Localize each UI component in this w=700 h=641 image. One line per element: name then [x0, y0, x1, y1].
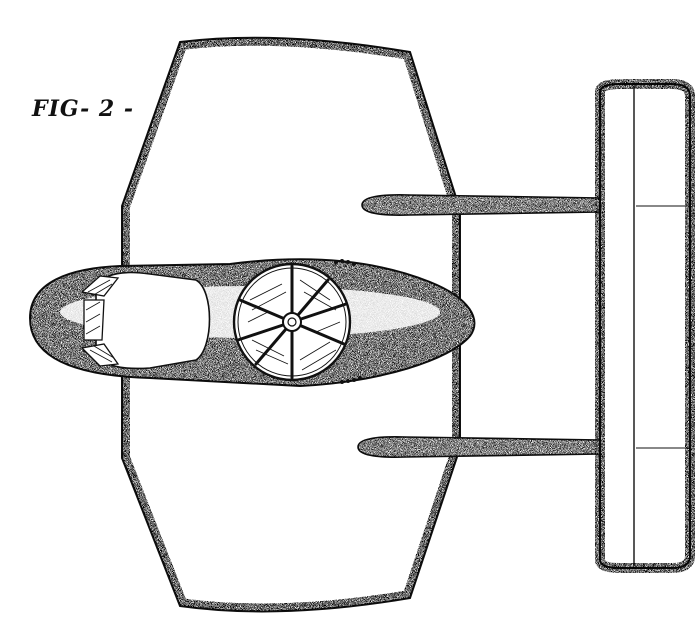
lower-tail-boom: [357, 436, 601, 458]
wing-edge-stipple: [122, 37, 460, 612]
figure-label: FIG- 2 -: [32, 96, 134, 122]
tail-surface: [595, 79, 695, 573]
upper-vents: [334, 259, 356, 266]
cockpit-canopy: [80, 271, 211, 370]
lower-vents: [340, 376, 362, 384]
rotor-fan: [232, 262, 352, 382]
upper-tail-boom: [361, 194, 601, 216]
